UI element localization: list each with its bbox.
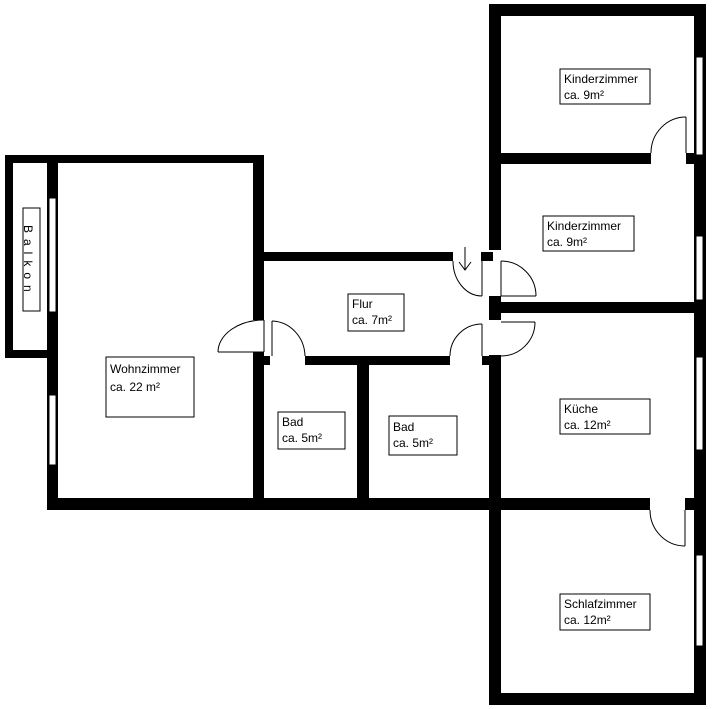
- wohnzimmer-wall-left: [47, 155, 58, 510]
- flur-wall-bottom-left: [253, 356, 270, 365]
- door-kueche-arc: [500, 321, 536, 357]
- schlafzimmer-area: ca. 12m²: [564, 613, 611, 627]
- doors: [217, 116, 687, 547]
- label-bad2: Bad ca. 5m²: [388, 415, 458, 456]
- wohnzimmer-wall-right-upper: [253, 155, 264, 320]
- balkon-wall-left: [5, 155, 13, 358]
- walls: [5, 4, 706, 705]
- bad2-area: ca. 5m²: [393, 436, 433, 450]
- wohnzimmer-wall-top: [5, 155, 264, 163]
- flur-wall-top-right: [481, 252, 493, 261]
- label-kinderzimmer2: Kinderzimmer ca. 9m²: [542, 215, 635, 252]
- balkon-label: Balkon: [21, 225, 35, 298]
- kinderzimmer-divider-wall: [489, 153, 651, 164]
- label-bad1: Bad ca. 5m²: [277, 411, 346, 450]
- bad-divider-wall: [357, 356, 369, 510]
- window-schlafzimmer: [695, 554, 704, 647]
- door-wohnzimmer-arc: [217, 319, 265, 353]
- room-labels: Balkon Wohnzimmer ca. 22 m² Flur ca. 7m²…: [21, 68, 651, 631]
- label-schlafzimmer: Schlafzimmer ca. 12m²: [559, 593, 651, 631]
- window-wohnzimmer-top: [48, 197, 57, 313]
- east-wall-left-lower: [489, 355, 501, 705]
- door-schlafzimmer-arc: [649, 509, 686, 547]
- kueche-area: ca. 12m²: [564, 418, 611, 432]
- bad1-area: ca. 5m²: [282, 431, 322, 445]
- east-wall-bottom: [489, 693, 706, 705]
- label-kinderzimmer1: Kinderzimmer ca. 9m²: [559, 68, 651, 105]
- window-wohnzimmer-bottom: [48, 394, 57, 466]
- label-flur: Flur ca. 7m²: [347, 293, 405, 332]
- flur-wall-top: [253, 252, 453, 261]
- label-kueche: Küche ca. 12m²: [559, 398, 651, 435]
- kueche-schlaf-wall: [489, 498, 650, 510]
- label-balkon: Balkon: [21, 207, 41, 312]
- flur-wall-bottom: [305, 356, 450, 365]
- down-arrow-icon: [458, 247, 472, 271]
- kinderzimmer1-name: Kinderzimmer: [564, 72, 638, 86]
- east-wall-left-upper: [489, 4, 501, 250]
- schlafzimmer-name: Schlafzimmer: [564, 597, 637, 611]
- window-kinderzimmer-2: [695, 235, 704, 301]
- door-kinderzimmer1-arc: [650, 116, 687, 154]
- bottom-wall-west: [47, 498, 500, 510]
- flur-name: Flur: [352, 297, 373, 311]
- kinderzimmer2-name: Kinderzimmer: [547, 219, 621, 233]
- balkon-wall-bottom: [5, 350, 55, 358]
- bad2-name: Bad: [393, 420, 414, 434]
- kueche-name: Küche: [564, 402, 598, 416]
- bad1-name: Bad: [282, 415, 303, 429]
- door-bad2-arc: [449, 323, 483, 357]
- east-wall-top: [489, 4, 706, 16]
- kueche-schlaf-wall-end: [685, 498, 706, 510]
- kinderzimmer2-area: ca. 9m²: [547, 235, 587, 249]
- flur-area: ca. 7m²: [352, 313, 392, 327]
- window-kinderzimmer-1: [695, 56, 704, 156]
- door-bad1-arc: [271, 320, 306, 357]
- kinderzimmer-divider-wall-end: [686, 153, 706, 164]
- windows: [48, 56, 704, 647]
- east-wall-right: [694, 4, 706, 705]
- door-entrance-arc: [452, 260, 483, 297]
- kinder-kueche-wall: [489, 302, 706, 313]
- label-wohnzimmer: Wohnzimmer ca. 22 m²: [105, 356, 195, 418]
- window-kueche: [695, 356, 704, 451]
- wohnzimmer-wall-right-lower: [253, 352, 264, 510]
- wohnzimmer-area: ca. 22 m²: [110, 380, 160, 394]
- kinderzimmer1-area: ca. 9m²: [564, 88, 604, 102]
- door-kinderzimmer2-arc: [500, 260, 537, 297]
- wohnzimmer-name: Wohnzimmer: [110, 362, 180, 376]
